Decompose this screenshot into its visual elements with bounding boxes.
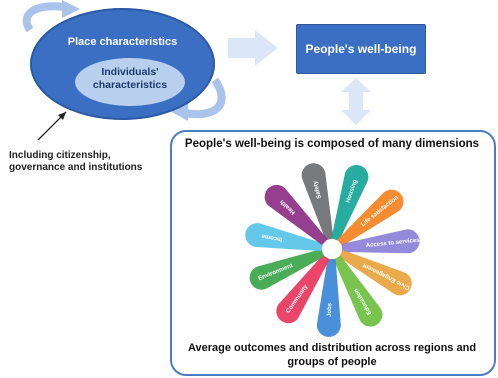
dimension-petal: Environment [249,249,325,290]
dimension-petal-shape [276,254,330,324]
dimension-label: Income [261,232,283,242]
wellbeing-label: People's well-being [305,42,417,56]
institutions-note: Including citizenship, governance and in… [9,150,174,174]
individuals-line-2: characteristics [92,79,168,91]
dimension-petal-shape [316,258,341,337]
dimension-petal: Income [245,223,323,252]
note-pointer-head [58,112,66,120]
footer-line-1: Average outcomes and distribution across… [187,342,477,354]
dimension-petal: Housing [331,165,369,241]
dimension-petal-shape [249,249,325,290]
dimension-petal-shape [264,184,328,246]
individuals-ellipse [75,58,185,106]
cycle-arrow-bottom-head [170,102,188,121]
place-characteristics-label: Place characteristics [67,36,178,48]
cycle-arrow-top [22,2,71,33]
dimension-petal-shape [245,223,323,252]
vertical-double-arrow [341,78,371,125]
dimension-petal-shape [301,163,334,241]
dimension-label: Access to services [366,238,421,250]
panel-footer: Average outcomes and distribution across… [172,341,492,369]
dimension-petal-shape [337,189,404,246]
individuals-line-1: Individuals' [101,66,159,78]
dimension-label: Jobs [327,302,334,317]
wellbeing-box: People's well-being [296,24,426,74]
right-block-arrow [228,30,278,66]
dimension-label: Safety [313,180,323,200]
panel-heading: People's well-being is composed of many … [184,138,480,150]
dimension-petal-shape [339,249,412,296]
wheel-center [323,240,341,258]
dimension-petal: Education [333,255,383,327]
footer-line-2: groups of people [287,356,377,368]
dimension-petal: Access to services [341,229,421,254]
dimension-petal: Safety [301,163,334,241]
individuals-characteristics-label: Individuals' characteristics [75,66,185,92]
dimension-petal-shape [333,255,383,327]
cycle-arrow-top-head [62,0,80,18]
dimension-petal-shape [341,229,420,254]
dimension-petal: Health [264,184,328,246]
note-line-2: governance and institutions [9,162,143,173]
cycle-arrow-bottom [179,77,226,119]
note-line-1: Including citizenship, [9,150,111,161]
dimension-petal: Jobs [316,258,341,337]
dimension-petal-shape [331,165,369,241]
